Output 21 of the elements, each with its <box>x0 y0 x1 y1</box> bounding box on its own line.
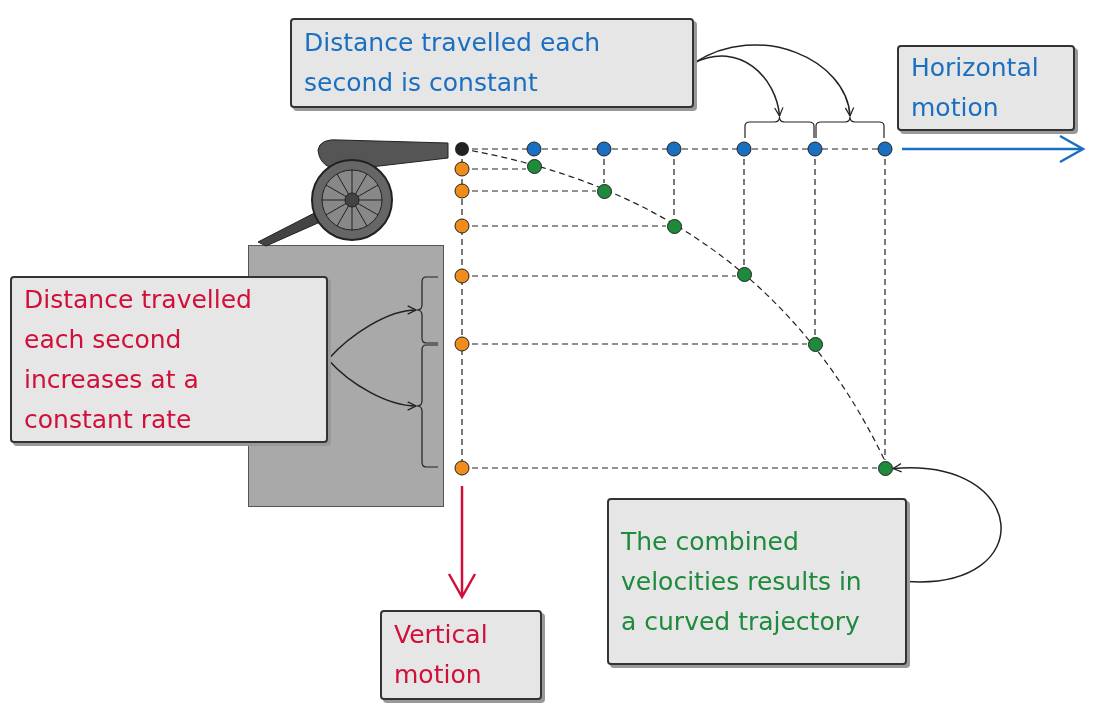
trajectory-dot <box>737 267 752 282</box>
trajectory-dot <box>878 461 893 476</box>
callout-box <box>10 276 328 443</box>
trajectory-dot <box>808 337 823 352</box>
brace <box>744 116 815 138</box>
callout-text: Horizontal motion <box>911 52 1040 124</box>
callout-text: Distance travelled each second increases at a constant rate <box>24 283 253 436</box>
trajectory-dot <box>527 159 542 174</box>
brace <box>815 116 885 138</box>
trajectory-dot <box>597 184 612 199</box>
trajectory-dot <box>667 219 682 234</box>
callout-box <box>290 18 694 108</box>
callout-text: Distance travelled each second is constant <box>304 27 602 99</box>
callout-box <box>607 498 907 665</box>
callout-text: The combined velocities results in a curved trajectory <box>621 525 863 638</box>
brace <box>416 276 438 344</box>
brace <box>416 344 438 468</box>
label-box <box>380 610 542 700</box>
callout-text: Vertical motion <box>394 619 489 691</box>
curved-arrow <box>892 463 1002 583</box>
label-box <box>897 45 1075 131</box>
